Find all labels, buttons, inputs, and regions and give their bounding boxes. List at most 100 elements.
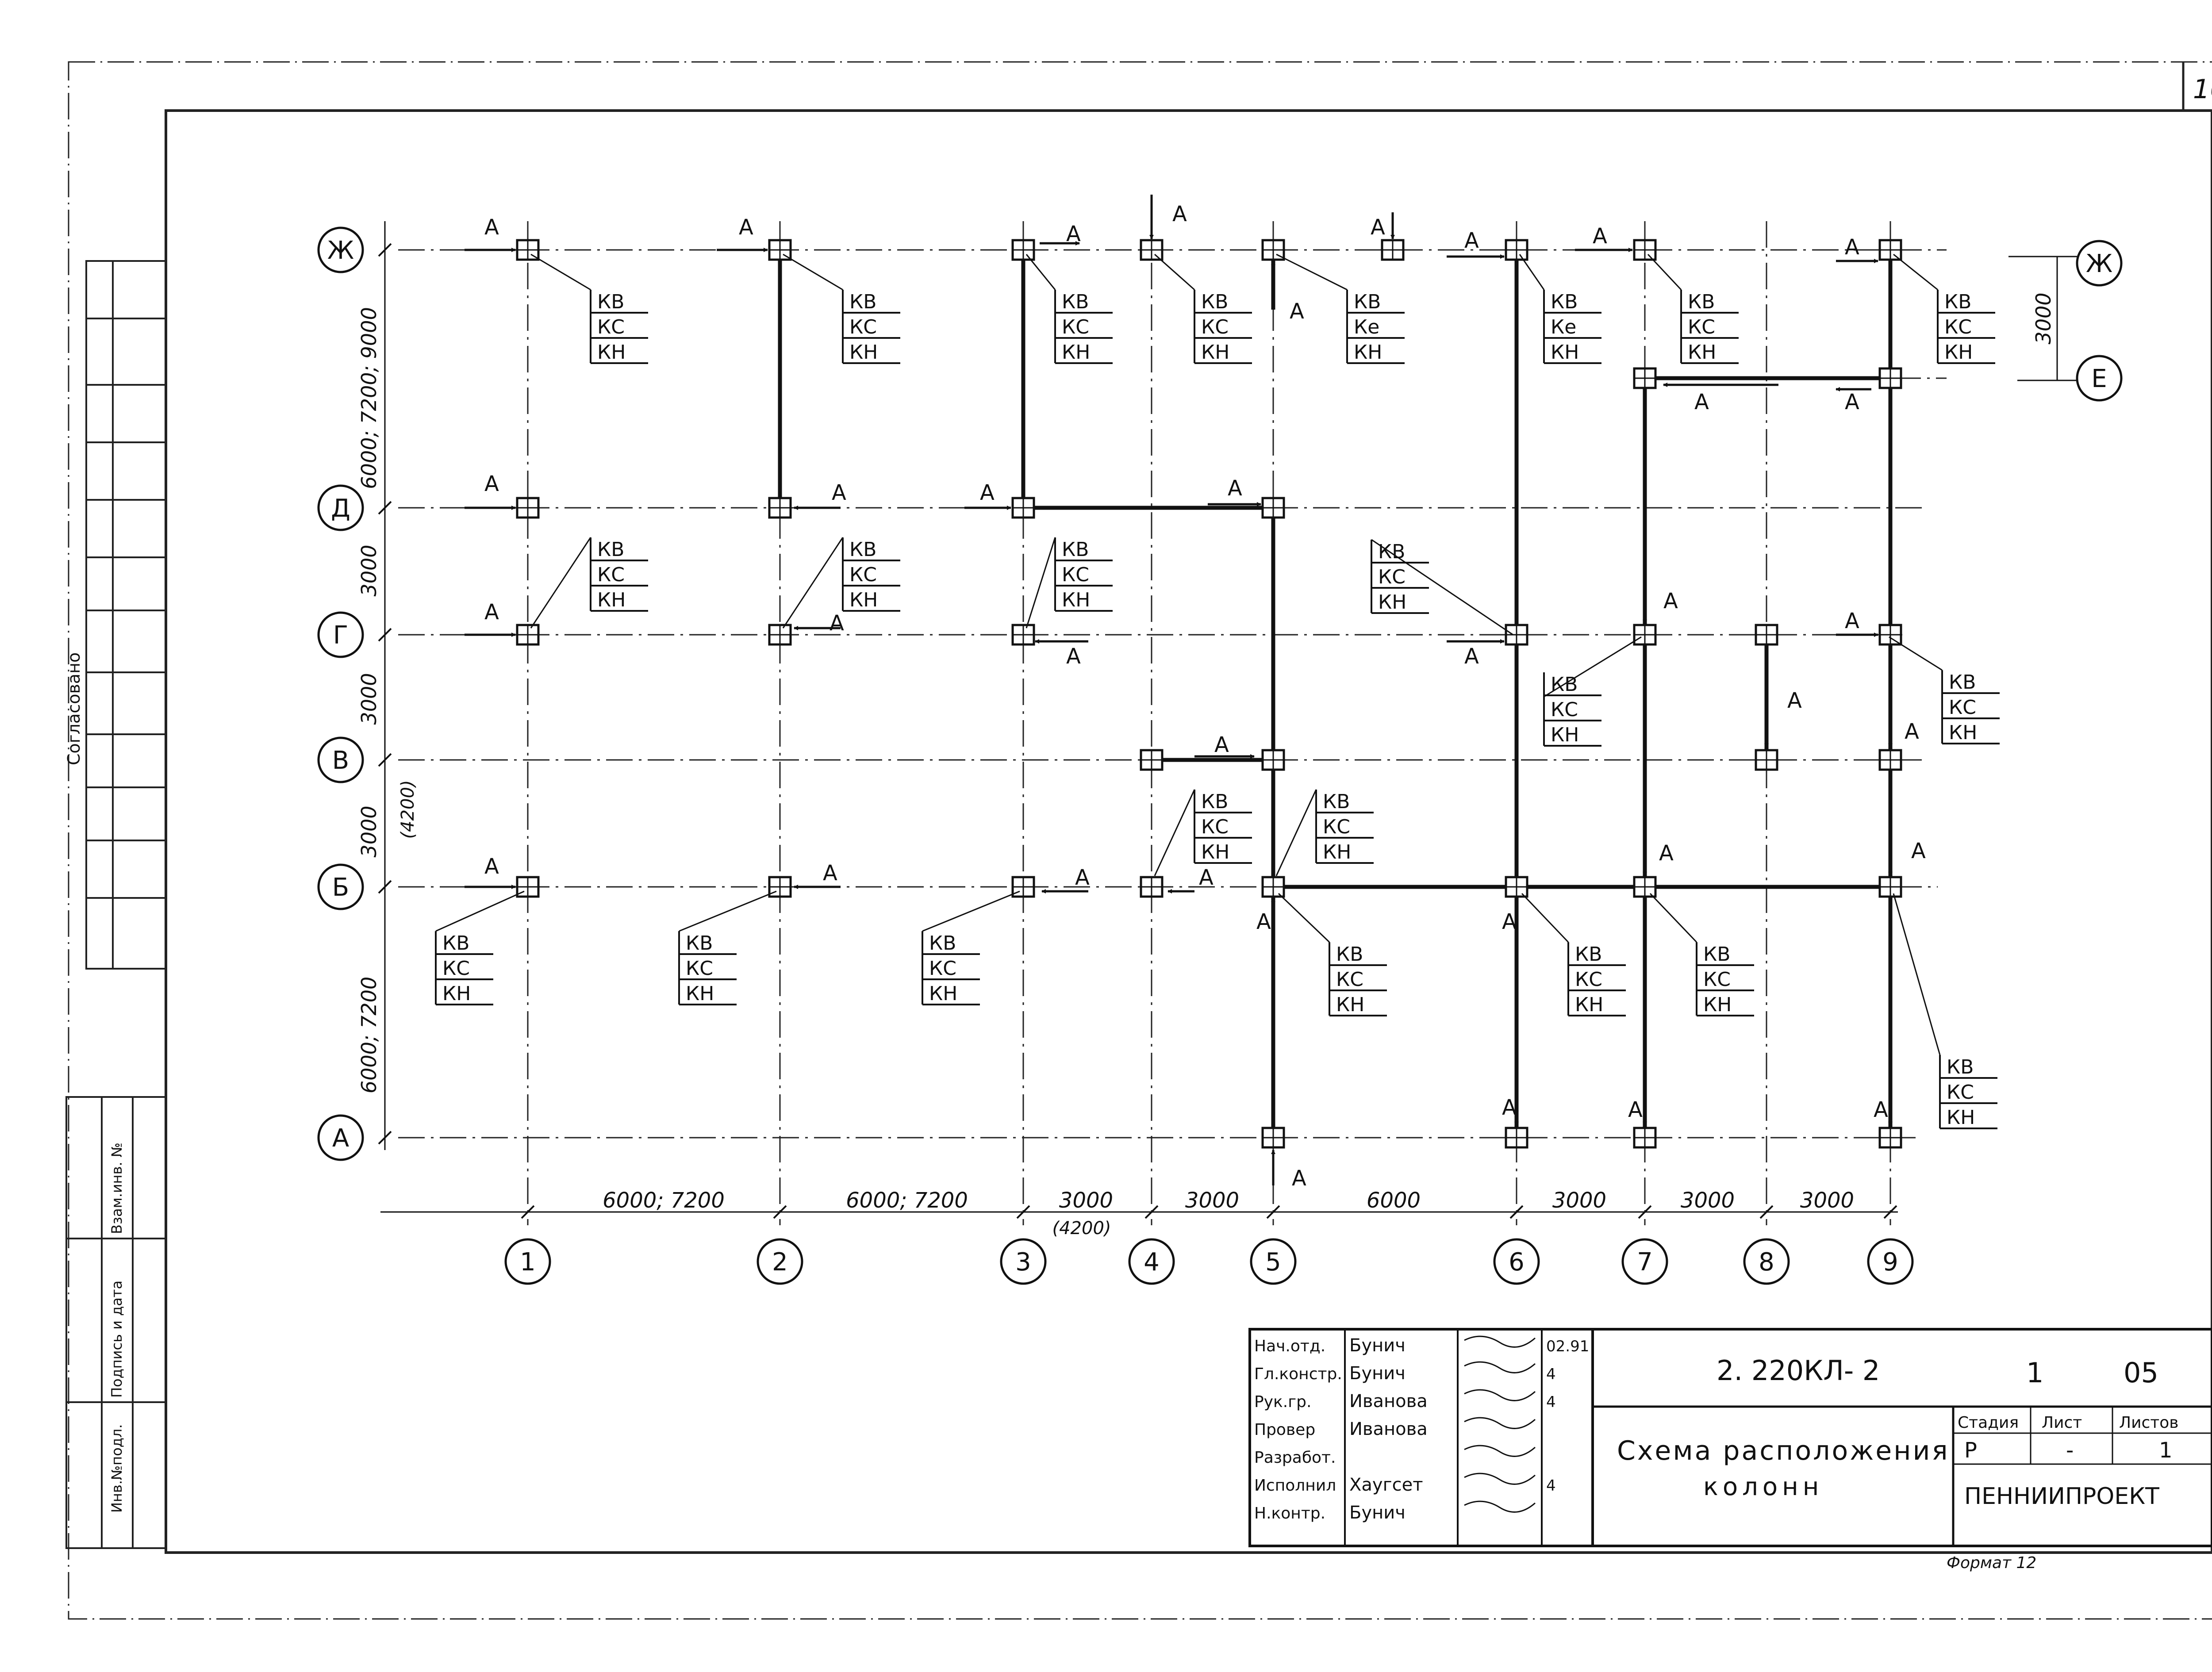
tag-text: КС	[442, 957, 470, 980]
section-label: А	[739, 215, 753, 240]
tag-leader	[1893, 253, 1938, 291]
tb-date: 4	[1546, 1477, 1556, 1495]
tag-leader	[1275, 789, 1317, 876]
stage-value: Р	[1964, 1438, 1977, 1463]
column	[1011, 497, 1035, 519]
tb-role: Гл.констр.	[1254, 1365, 1342, 1383]
column	[768, 497, 792, 519]
column	[1011, 239, 1035, 261]
column	[1755, 624, 1778, 646]
tb-date: 02.91	[1546, 1338, 1589, 1355]
tag-text: КС	[929, 957, 956, 980]
section-label: А	[1694, 390, 1709, 414]
tag-text: КН	[597, 341, 626, 364]
row-axis-right-Е: Е	[2076, 355, 2123, 402]
axis-bubble-text: Г	[333, 621, 348, 650]
tag-text: КВ	[1323, 790, 1350, 813]
column-axis-3: 3	[1000, 1238, 1047, 1285]
tag-text: КН	[1688, 341, 1716, 364]
tb-role: Рук.гр.	[1254, 1393, 1311, 1411]
axis-bubble	[1867, 1238, 1914, 1285]
axis-bubble-text: Е	[2091, 364, 2107, 393]
column	[1878, 239, 1902, 261]
dim-tick	[378, 628, 392, 642]
axis-bubble	[2076, 355, 2123, 402]
tb-signature	[1464, 1445, 1536, 1457]
format-note: Формат 12	[1947, 1554, 2036, 1572]
column	[1261, 1127, 1285, 1149]
column-axis-1: 1	[504, 1238, 551, 1285]
column	[1140, 749, 1164, 771]
tag-leader	[1154, 789, 1195, 876]
axis-bubble-text: Б	[332, 873, 349, 902]
dim-tick	[1266, 1205, 1280, 1219]
tag-text: КС	[849, 316, 877, 338]
axis-bubble-text: 7	[1637, 1248, 1653, 1277]
axis-bubble-text: Ж	[327, 236, 354, 265]
tag-text: КВ	[1336, 943, 1363, 966]
tag-leader	[1371, 539, 1513, 636]
tag-leader	[783, 253, 843, 291]
tb-role: Исполнил	[1254, 1476, 1336, 1495]
tag-text: КВ	[1551, 673, 1578, 696]
org-name: ПЕННИИПРОЕКТ	[1964, 1483, 2159, 1510]
tb-name: Иванова	[1349, 1419, 1428, 1439]
dim-tick	[1509, 1205, 1524, 1219]
tag-text: КВ	[1688, 291, 1715, 313]
tag-leader	[1025, 537, 1056, 629]
axis-bubble	[1128, 1238, 1175, 1285]
axis-bubble-text: 6	[1509, 1248, 1525, 1277]
section-label: А	[1787, 688, 1802, 713]
dim-tick	[378, 501, 392, 515]
section-label: А	[1502, 1095, 1517, 1120]
axis-bubble-text: Д	[331, 494, 350, 523]
tb-name: Бунич	[1349, 1503, 1406, 1523]
column	[1505, 1127, 1528, 1149]
column	[1505, 876, 1528, 898]
column	[1755, 749, 1778, 771]
tag-text: КС	[1575, 968, 1602, 991]
tag-text: КВ	[686, 932, 713, 955]
dim-tick	[378, 753, 392, 767]
tag-text: КВ	[1378, 541, 1405, 563]
column	[1878, 367, 1902, 389]
side-stamp	[65, 260, 167, 1549]
page-number: 16	[2193, 74, 2212, 105]
tag-leader	[679, 890, 777, 932]
section-label: А	[1659, 841, 1674, 866]
tb-name: Хаугсет	[1349, 1475, 1423, 1495]
row-axis-Д: Д	[317, 484, 364, 531]
tag-leader	[530, 253, 591, 291]
doc-num: 1	[2026, 1357, 2043, 1389]
agreed-label: Согласовано	[64, 652, 84, 765]
tag-text: КН	[1062, 341, 1090, 364]
section-label: А	[484, 854, 499, 879]
tag-text: КН	[1201, 341, 1229, 364]
section-label: А	[980, 480, 995, 505]
tag-text: КВ	[849, 538, 876, 561]
tag-text: КС	[1336, 968, 1363, 991]
tag-leader	[1649, 893, 1697, 943]
axis-bubble	[317, 611, 364, 658]
axis-bubble-text: В	[332, 746, 349, 775]
tag-text: КН	[686, 982, 714, 1005]
column	[1878, 624, 1902, 646]
column	[1011, 624, 1035, 646]
dim-tick	[773, 1205, 787, 1219]
tag-text: КН	[1949, 721, 1977, 744]
tag-text: КН	[1378, 591, 1406, 614]
column	[1505, 624, 1528, 646]
tag-text: КС	[1551, 698, 1578, 721]
tb-role: Провер	[1254, 1421, 1315, 1439]
tag-text: КН	[1336, 993, 1364, 1016]
tag-text: КВ	[1062, 291, 1089, 313]
column	[1261, 497, 1285, 519]
title-line1: Схема расположения	[1617, 1435, 1950, 1466]
section-label: А	[1066, 644, 1081, 669]
